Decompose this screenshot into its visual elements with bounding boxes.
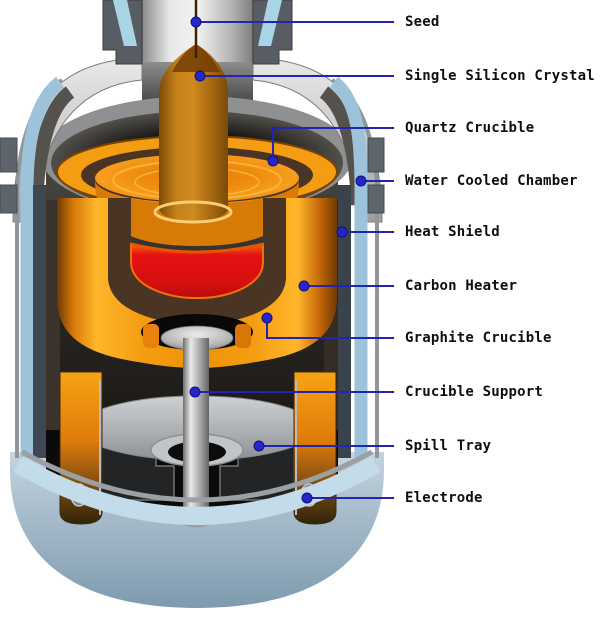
- leader-carbon-heater: [298, 280, 394, 292]
- crucible-support-shaft: [160, 325, 234, 528]
- leader-dot-electrode: [301, 492, 313, 504]
- leader-dot-single-silicon-crystal: [194, 70, 206, 82]
- graphite-crucible-wall: [108, 198, 286, 324]
- leader-spill-tray: [253, 440, 394, 452]
- leader-lines: [189, 16, 394, 504]
- leader-dot-graphite-crucible: [261, 312, 273, 324]
- leader-dot-quartz-crucible: [267, 155, 279, 167]
- leader-dot-heat-shield: [336, 226, 348, 238]
- leader-crucible-support: [189, 386, 394, 398]
- leader-dot-spill-tray: [253, 440, 265, 452]
- leader-heat-shield: [336, 226, 394, 238]
- base-vessel-rim: [13, 449, 381, 525]
- leader-graphite-crucible: [261, 312, 394, 339]
- leader-single-silicon-crystal: [194, 70, 394, 82]
- leader-dot-seed: [190, 16, 202, 28]
- leader-water-cooled-chamber: [355, 175, 394, 187]
- leader-dot-water-cooled-chamber: [355, 175, 367, 187]
- silicon-crystal: [153, 0, 233, 224]
- leader-dot-carbon-heater: [298, 280, 310, 292]
- leader-quartz-crucible: [267, 127, 394, 167]
- leader-electrode: [301, 492, 394, 504]
- leader-seed: [190, 16, 394, 28]
- melt-meniscus-ring: [153, 200, 233, 224]
- leader-dot-crucible-support: [189, 386, 201, 398]
